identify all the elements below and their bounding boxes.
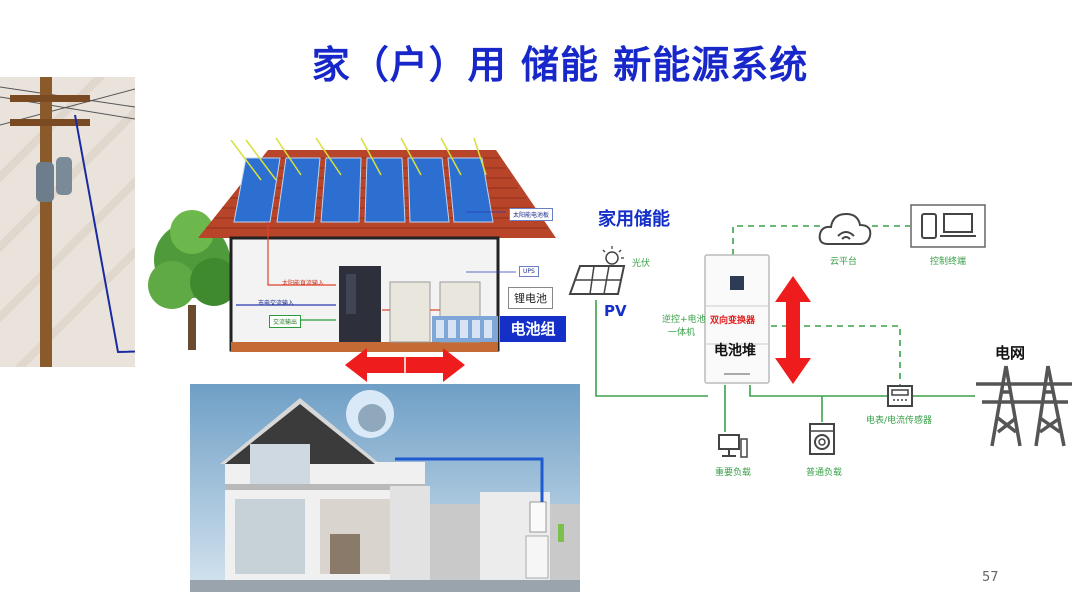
utility-pole-image [0, 77, 135, 367]
modern-house-image [190, 384, 580, 592]
grid-tower-icon [976, 365, 1072, 447]
bidirectional-arrow-icon [345, 348, 465, 382]
solar-panel-label: 太阳能电池板 [509, 208, 554, 221]
terminal-label: 控制终端 [930, 257, 967, 267]
vertical-double-arrow-icon [775, 276, 811, 384]
page-number: 57 [982, 570, 999, 585]
house-illustration: 太阳能电池板 太阳能直流输入 UPS 市电交流输入 交流输出 锂电池 电池组 [136, 120, 566, 375]
solar-dc-input-label: 太阳能直流输入 [282, 280, 325, 287]
meter-icon [887, 385, 913, 407]
solar-panel-icon [568, 246, 626, 295]
computer-load-icon [718, 434, 748, 458]
grid-ac-input-label: 市电交流输入 [258, 300, 295, 307]
inverter-desc-line2: 一体机 [668, 328, 696, 338]
page-title: 家（户）用 储能 新能源系统 [311, 43, 809, 87]
pv-label: PV [604, 302, 627, 320]
battery-stack-label: 电池堆 [714, 343, 756, 359]
inverter-desc-line1: 逆控+电池 [662, 315, 706, 325]
ac-output-label: 交流输出 [269, 315, 302, 328]
ups-label: UPS [519, 266, 539, 277]
meter-label: 电表/电流传感器 [866, 416, 933, 426]
cloud-platform-icon [818, 212, 872, 245]
li-battery-label: 锂电池 [508, 287, 553, 309]
critical-load-label: 重要负载 [715, 468, 752, 478]
control-terminal-icon [910, 204, 986, 248]
pv-sub-label: 光伏 [632, 259, 651, 269]
battery-pack-badge: 电池组 [500, 316, 566, 342]
converter-label: 双向变换器 [710, 316, 756, 326]
grid-label: 电网 [995, 344, 1026, 362]
diagram-heading: 家用储能 [598, 209, 670, 230]
cloud-label: 云平台 [830, 257, 858, 267]
normal-load-label: 普通负载 [806, 468, 843, 478]
washer-load-icon [809, 423, 835, 455]
battery-stack-unit [704, 254, 770, 384]
